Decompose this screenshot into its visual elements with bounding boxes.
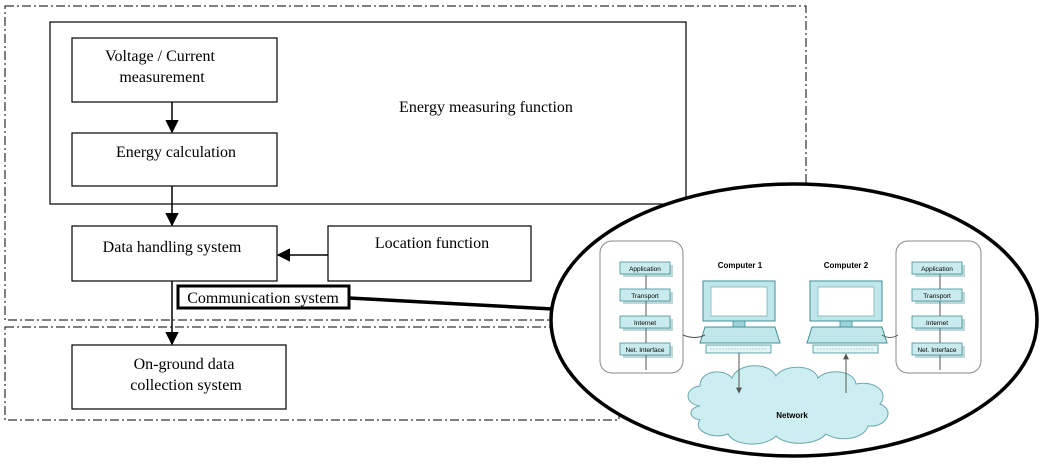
left-layer-label: Application: [629, 266, 661, 273]
right-layer-box: [911, 342, 963, 356]
location-function-box: [327, 225, 532, 282]
left-layer-box: [619, 342, 671, 356]
onboard-boundary: [4, 5, 807, 321]
on-ground-label: On-ground data collection system: [130, 356, 242, 394]
data-handling-label: Data handling system: [103, 239, 242, 256]
connector-right-stack-computer2: [881, 334, 899, 338]
right-layer-label: Transport: [923, 293, 951, 300]
right-layer-box: [911, 261, 963, 275]
voltage-current-box: [71, 37, 278, 103]
callout-connector: [348, 296, 554, 311]
left-layer-label: Internet: [634, 320, 656, 327]
communication-system-label: Communication system: [187, 290, 339, 307]
network-label: Network: [776, 411, 808, 420]
energy-calculation-label: Energy calculation: [116, 144, 236, 161]
right-layer-box: [911, 315, 963, 329]
left-layer-box: [619, 261, 671, 275]
left-layer-box: [619, 288, 671, 302]
ground-boundary: [4, 326, 620, 421]
energy-calculation-box: [71, 132, 278, 187]
computer-1: Computer 1: [699, 261, 781, 354]
network-cloud: Network: [687, 365, 889, 445]
location-function-label: Location function: [375, 235, 489, 252]
right-layer-label: Application: [921, 266, 953, 273]
energy-measuring-function-box: [49, 21, 687, 205]
left-layer-label: Transport: [631, 293, 659, 300]
connector-left-stack-computer1: [682, 334, 706, 338]
computer-2-label: Computer 2: [824, 261, 869, 270]
energy-measuring-function-label: Energy measuring function: [399, 99, 573, 116]
computer-1-label: Computer 1: [718, 261, 763, 270]
voltage-current-label: Voltage / Current measurement: [105, 48, 219, 86]
left-layer-box: [619, 315, 671, 329]
on-ground-box: [71, 344, 287, 410]
right-layer-box: [911, 288, 963, 302]
right-layer-label: Internet: [926, 320, 948, 327]
network-inset-ellipse: [549, 182, 1039, 458]
communication-system-box: [176, 284, 351, 310]
right-layer-label: Net. Interface: [917, 347, 956, 354]
computer-2: Computer 2: [806, 261, 888, 354]
left-layer-label: Net. Interface: [625, 347, 664, 354]
